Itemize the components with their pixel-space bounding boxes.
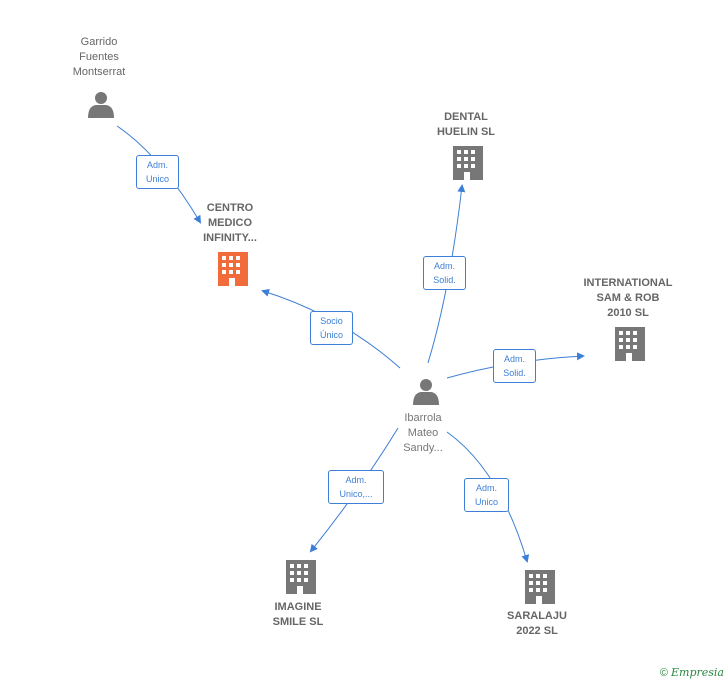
edge-label-ibarrola-saralaju: Adm. Unico <box>464 478 509 512</box>
footer-brand[interactable]: © Empresia <box>660 666 724 679</box>
edge-label-ibarrola-dental: Adm. Solid. <box>423 256 466 290</box>
building-icon <box>615 327 645 361</box>
building-icon <box>453 146 483 180</box>
edge-label-ibarrola-imagine: Adm. Unico,... <box>328 470 384 504</box>
edge-label-garrido-centro: Adm. Unico <box>136 155 179 189</box>
node-label-imagine-smile[interactable]: IMAGINE SMILE SL <box>272 601 324 628</box>
person-icon <box>413 379 439 405</box>
brand-name: Empresia <box>671 666 724 679</box>
node-label-ibarrola[interactable]: Ibarrola Mateo Sandy... <box>403 412 443 454</box>
node-label-centro-medico[interactable]: CENTRO MEDICO INFINITY... <box>203 202 257 244</box>
edge-label-ibarrola-international: Adm. Solid. <box>493 349 536 383</box>
node-label-dental-huelin[interactable]: DENTAL HUELIN SL <box>436 111 496 138</box>
edge-label-ibarrola-centro: Socio Único <box>310 311 353 345</box>
building-icon <box>286 560 316 594</box>
building-icon <box>525 570 555 604</box>
building-icon-highlight <box>218 252 248 286</box>
node-label-garrido[interactable]: Garrido Fuentes Montserrat <box>72 36 126 78</box>
person-icon <box>88 92 114 118</box>
node-label-international[interactable]: INTERNATIONAL SAM & ROB 2010 SL <box>583 277 673 319</box>
node-label-saralaju[interactable]: SARALAJU 2022 SL <box>507 610 567 637</box>
copyright-icon: © <box>659 667 668 679</box>
